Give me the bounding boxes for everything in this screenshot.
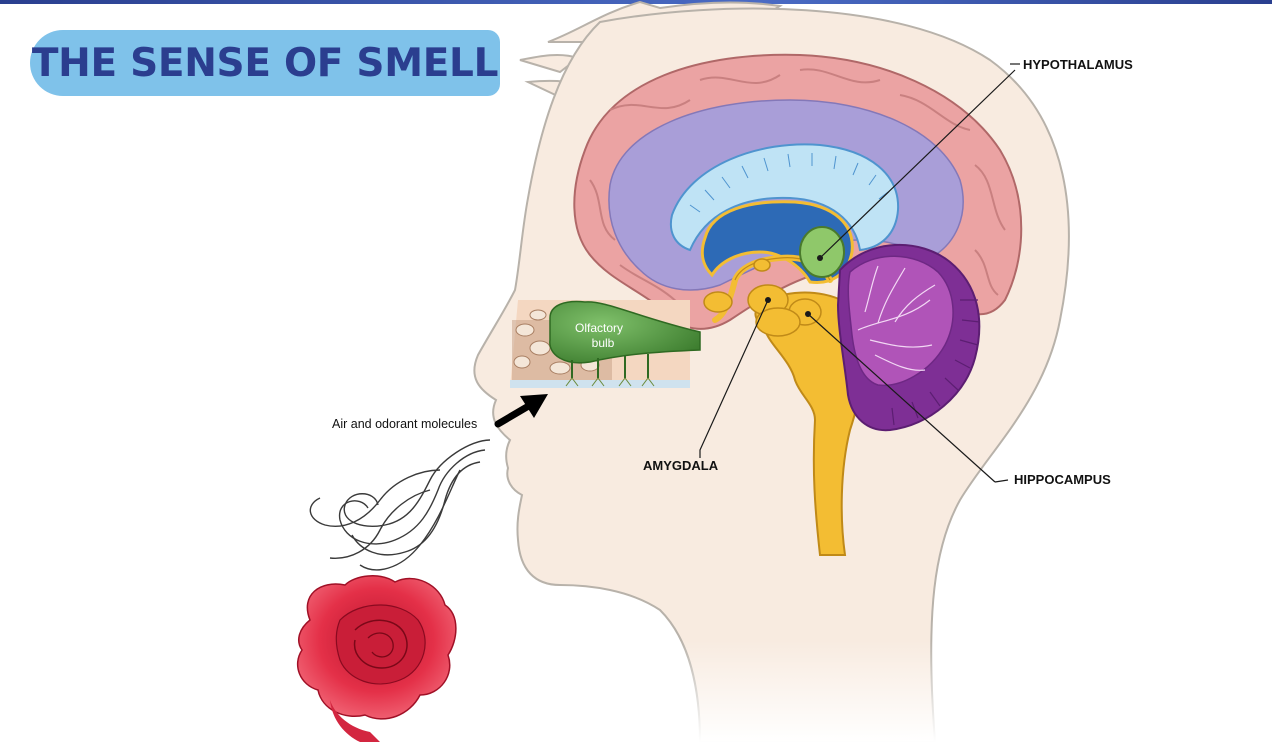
hypothalamus-label: HYPOTHALAMUS [1023,57,1133,72]
rose-flower [298,576,456,742]
bottom-fade [600,640,980,742]
page-title: THE SENSE OF SMELL [32,41,498,86]
amygdala-label: AMYGDALA [643,458,719,473]
hippocampus-label: HIPPOCAMPUS [1014,472,1111,487]
air-odorant-label: Air and odorant molecules [332,417,477,431]
olfactory-bulb-label-line2: bulb [592,336,615,350]
mammillary-node-small [754,259,770,271]
odor-swirl-icon [310,440,490,570]
hypothalamus-region [800,227,844,277]
olfactory-bulb-label-line1: Olfactory [575,321,623,335]
mammillary-node [704,292,732,312]
title-badge: THE SENSE OF SMELL [30,30,500,96]
